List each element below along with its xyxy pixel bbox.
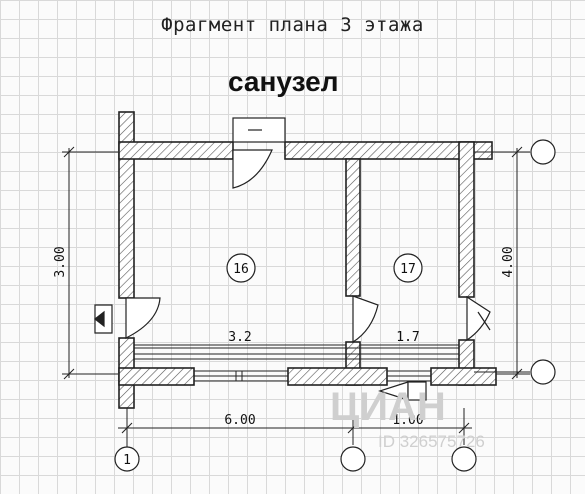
axis-circle-bottom-3 <box>451 446 477 472</box>
bottom-wall-right <box>430 367 497 386</box>
doors <box>94 117 491 344</box>
axis-marker-label: 1 <box>123 453 131 468</box>
bottom-wall-left <box>118 367 195 386</box>
room-17-number: 17 <box>400 262 416 277</box>
dimension-right-height: 4.00 <box>501 246 516 277</box>
room-16-number: 16 <box>233 262 249 277</box>
room-17-width: 1.7 <box>396 330 419 345</box>
top-door-swing <box>232 149 273 189</box>
right-wall-upper <box>458 141 475 298</box>
axis-circle-bottom-1 <box>114 446 140 472</box>
axis-circle-bottom-2 <box>340 446 366 472</box>
dimension-lines <box>62 146 530 448</box>
bottom-wall-mid <box>287 367 388 386</box>
axis-circle-right-top <box>530 139 556 165</box>
top-wall-left <box>118 141 234 160</box>
dimension-left-height: 3.00 <box>53 246 68 277</box>
plan-title: Фрагмент плана 3 этажа <box>161 14 424 36</box>
room-type-label: санузел <box>228 66 339 97</box>
left-wall-upper <box>118 111 135 299</box>
room-16-width: 3.2 <box>228 330 251 345</box>
top-wall-right <box>284 141 493 160</box>
dimension-bottom-right: 1.00 <box>392 413 423 428</box>
walls <box>118 111 497 409</box>
left-door-swing <box>125 297 161 339</box>
room-markers <box>226 253 423 283</box>
axis-markers <box>114 139 556 472</box>
partition-wall-upper <box>345 158 361 297</box>
watermark-brand: ЦИАН <box>330 385 446 429</box>
partition-door-swing <box>352 295 379 344</box>
section-marker <box>378 381 427 401</box>
room-17-circle <box>393 253 423 283</box>
room-16-circle <box>226 253 256 283</box>
axis-circle-right-bottom <box>530 359 556 385</box>
right-door-swing <box>466 295 491 342</box>
inner-finish-lines <box>134 347 459 360</box>
watermark-id: ID 326575726 <box>378 432 485 451</box>
windows <box>194 370 431 382</box>
dimension-bottom-left: 6.00 <box>224 413 255 428</box>
